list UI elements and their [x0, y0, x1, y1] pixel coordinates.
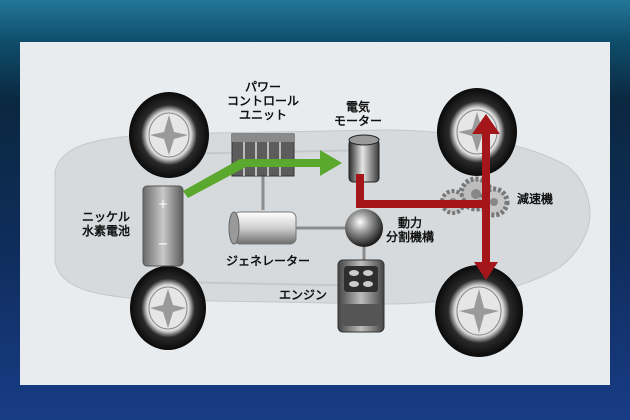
- nickel-battery-label: ニッケル 水素電池: [81, 210, 130, 238]
- generator-label: ジェネレーター: [225, 254, 310, 268]
- mechanical-flow-arrow: [356, 114, 500, 280]
- electric-flow-arrow: [183, 150, 342, 198]
- power-split-label: 動力 分割機構: [385, 216, 434, 244]
- reduction-gear-label: 減速機: [516, 192, 553, 206]
- power-split-icon: [345, 209, 383, 247]
- engine-label: エンジン: [278, 288, 327, 302]
- power-control-unit-label: パワー コントロール ユニット: [226, 80, 299, 122]
- inverter-icon: [231, 133, 295, 177]
- motor-icon: [348, 134, 380, 183]
- diagram-panel: + −: [20, 42, 610, 385]
- tire-icon: [130, 266, 206, 350]
- tire-icon: [435, 265, 523, 357]
- battery-icon: + −: [142, 185, 184, 267]
- hybrid-system-diagram: + −: [54, 88, 591, 357]
- engine-icon: [337, 259, 385, 333]
- battery-minus-label: −: [158, 237, 169, 252]
- generator-icon: [228, 211, 297, 245]
- electric-motor-label: 電気 モーター: [333, 100, 382, 128]
- battery-plus-label: +: [158, 197, 168, 211]
- tire-icon: [129, 92, 209, 178]
